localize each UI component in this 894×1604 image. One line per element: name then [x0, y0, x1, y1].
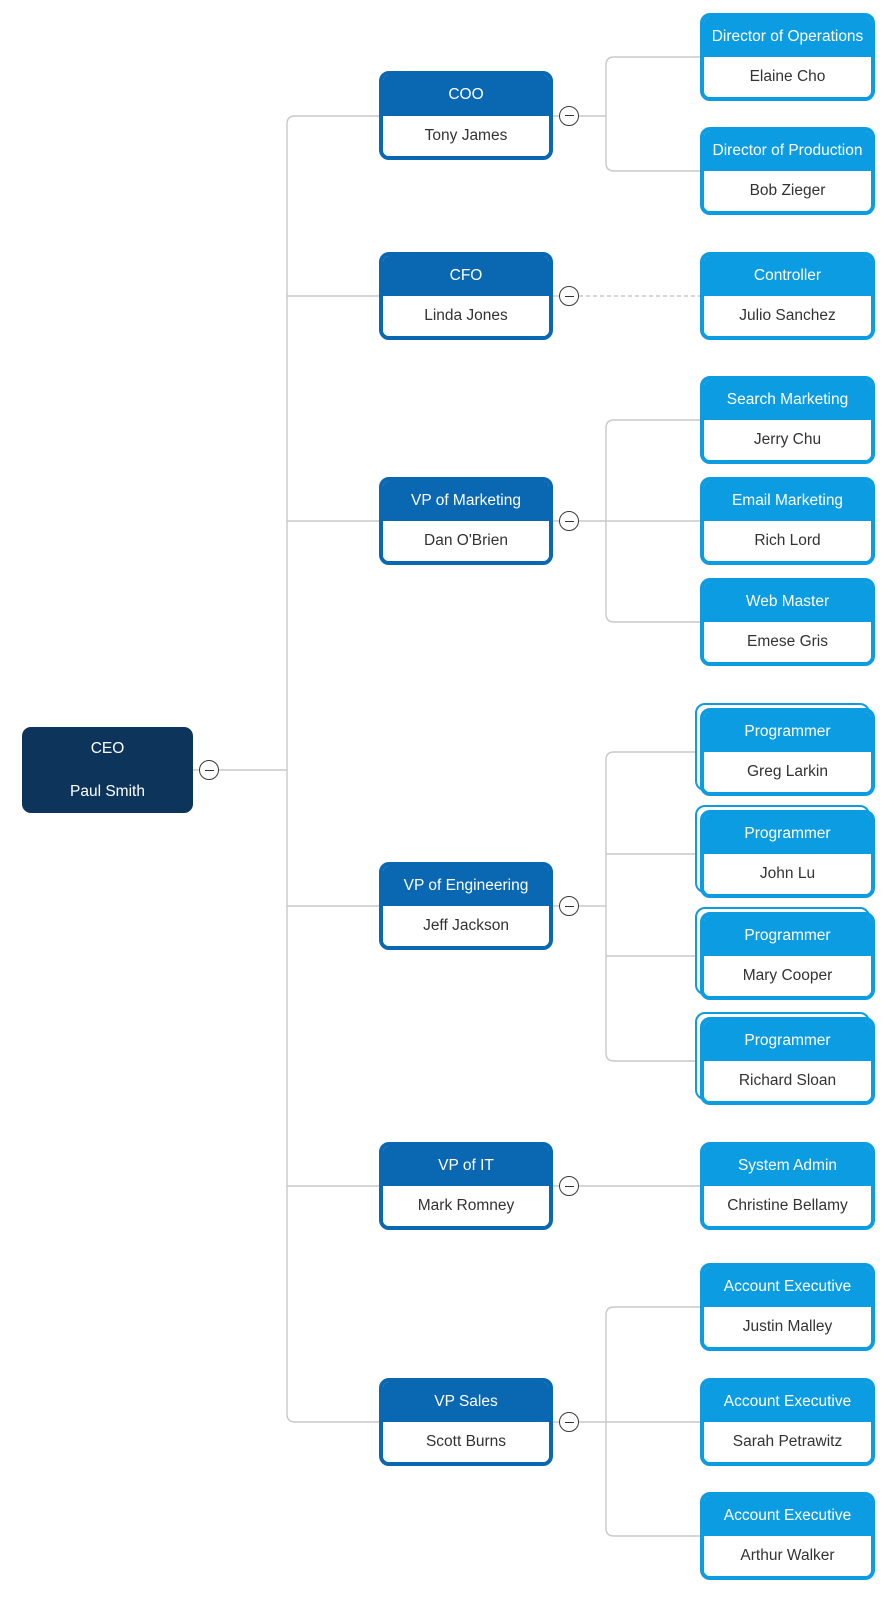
- minus-icon: [564, 1421, 574, 1423]
- node-title: Account Executive: [704, 1382, 871, 1422]
- minus-icon: [204, 769, 214, 771]
- collapse-button-coo[interactable]: [559, 105, 579, 126]
- minus-icon: [564, 295, 574, 297]
- node-title: CEO: [90, 739, 125, 757]
- connector-main-trunk: [286, 115, 379, 1423]
- node-title: Search Marketing: [704, 380, 871, 420]
- node-person-name: Julio Sanchez: [704, 296, 871, 336]
- node-person-name: Elaine Cho: [704, 57, 871, 97]
- minus-icon: [564, 905, 574, 907]
- node-person-name: Paul Smith: [70, 782, 145, 800]
- node-title: VP of Engineering: [383, 866, 549, 906]
- node-title: Director of Production: [704, 131, 871, 171]
- org-node-ceo[interactable]: CEO Paul Smith: [22, 727, 193, 813]
- node-person-name: John Lu: [704, 854, 871, 894]
- connector-coo-trunk: [605, 56, 700, 172]
- node-title: Programmer: [704, 1021, 871, 1061]
- collapse-button-cfo[interactable]: [559, 286, 579, 306]
- node-title: Programmer: [704, 712, 871, 752]
- node-person-name: Rich Lord: [704, 521, 871, 561]
- node-person-name: Mark Romney: [383, 1186, 549, 1226]
- node-title: VP of IT: [383, 1146, 549, 1186]
- node-person-name: Arthur Walker: [704, 1536, 871, 1576]
- node-person-name: Dan O'Brien: [383, 521, 549, 561]
- node-title: Controller: [704, 256, 871, 296]
- connector-sales-trunk: [605, 1306, 700, 1537]
- connector-engineering-trunk: [605, 751, 700, 1062]
- node-title: Account Executive: [704, 1496, 871, 1536]
- node-person-name: Jeff Jackson: [383, 906, 549, 946]
- minus-icon: [564, 1185, 574, 1187]
- node-person-name: Mary Cooper: [704, 956, 871, 996]
- collapse-button-vp_engineering[interactable]: [559, 896, 579, 916]
- node-person-name: Richard Sloan: [704, 1061, 871, 1101]
- node-person-name: Jerry Chu: [704, 420, 871, 460]
- collapse-button-vp_sales[interactable]: [559, 1412, 579, 1432]
- node-title: Director of Operations: [704, 17, 871, 57]
- node-person-name: Linda Jones: [383, 296, 549, 336]
- node-title: VP Sales: [383, 1382, 549, 1422]
- node-person-name: Bob Zieger: [704, 171, 871, 211]
- node-person-name: Justin Malley: [704, 1307, 871, 1347]
- connector-main-stubs: [287, 295, 379, 1187]
- minus-icon: [564, 115, 574, 116]
- node-title: Web Master: [704, 582, 871, 622]
- collapse-button-vp_marketing[interactable]: [559, 511, 579, 531]
- node-person-name: Tony James: [383, 115, 549, 156]
- node-person-name: Emese Gris: [704, 622, 871, 662]
- node-person-name: Scott Burns: [383, 1422, 549, 1462]
- node-title: CFO: [383, 256, 549, 296]
- collapse-button-ceo[interactable]: [199, 760, 219, 780]
- collapse-button-vp_it[interactable]: [559, 1176, 579, 1196]
- node-person-name: Sarah Petrawitz: [704, 1422, 871, 1462]
- node-person-name: Greg Larkin: [704, 752, 871, 792]
- node-title: Programmer: [704, 916, 871, 956]
- connector-marketing-trunk: [605, 419, 700, 623]
- node-title: System Admin: [704, 1146, 871, 1186]
- node-title: COO: [383, 75, 549, 116]
- node-person-name: Christine Bellamy: [704, 1186, 871, 1226]
- node-title: Programmer: [704, 814, 871, 854]
- minus-icon: [564, 520, 574, 522]
- node-title: VP of Marketing: [383, 481, 549, 521]
- node-title: Email Marketing: [704, 481, 871, 521]
- node-title: Account Executive: [704, 1267, 871, 1307]
